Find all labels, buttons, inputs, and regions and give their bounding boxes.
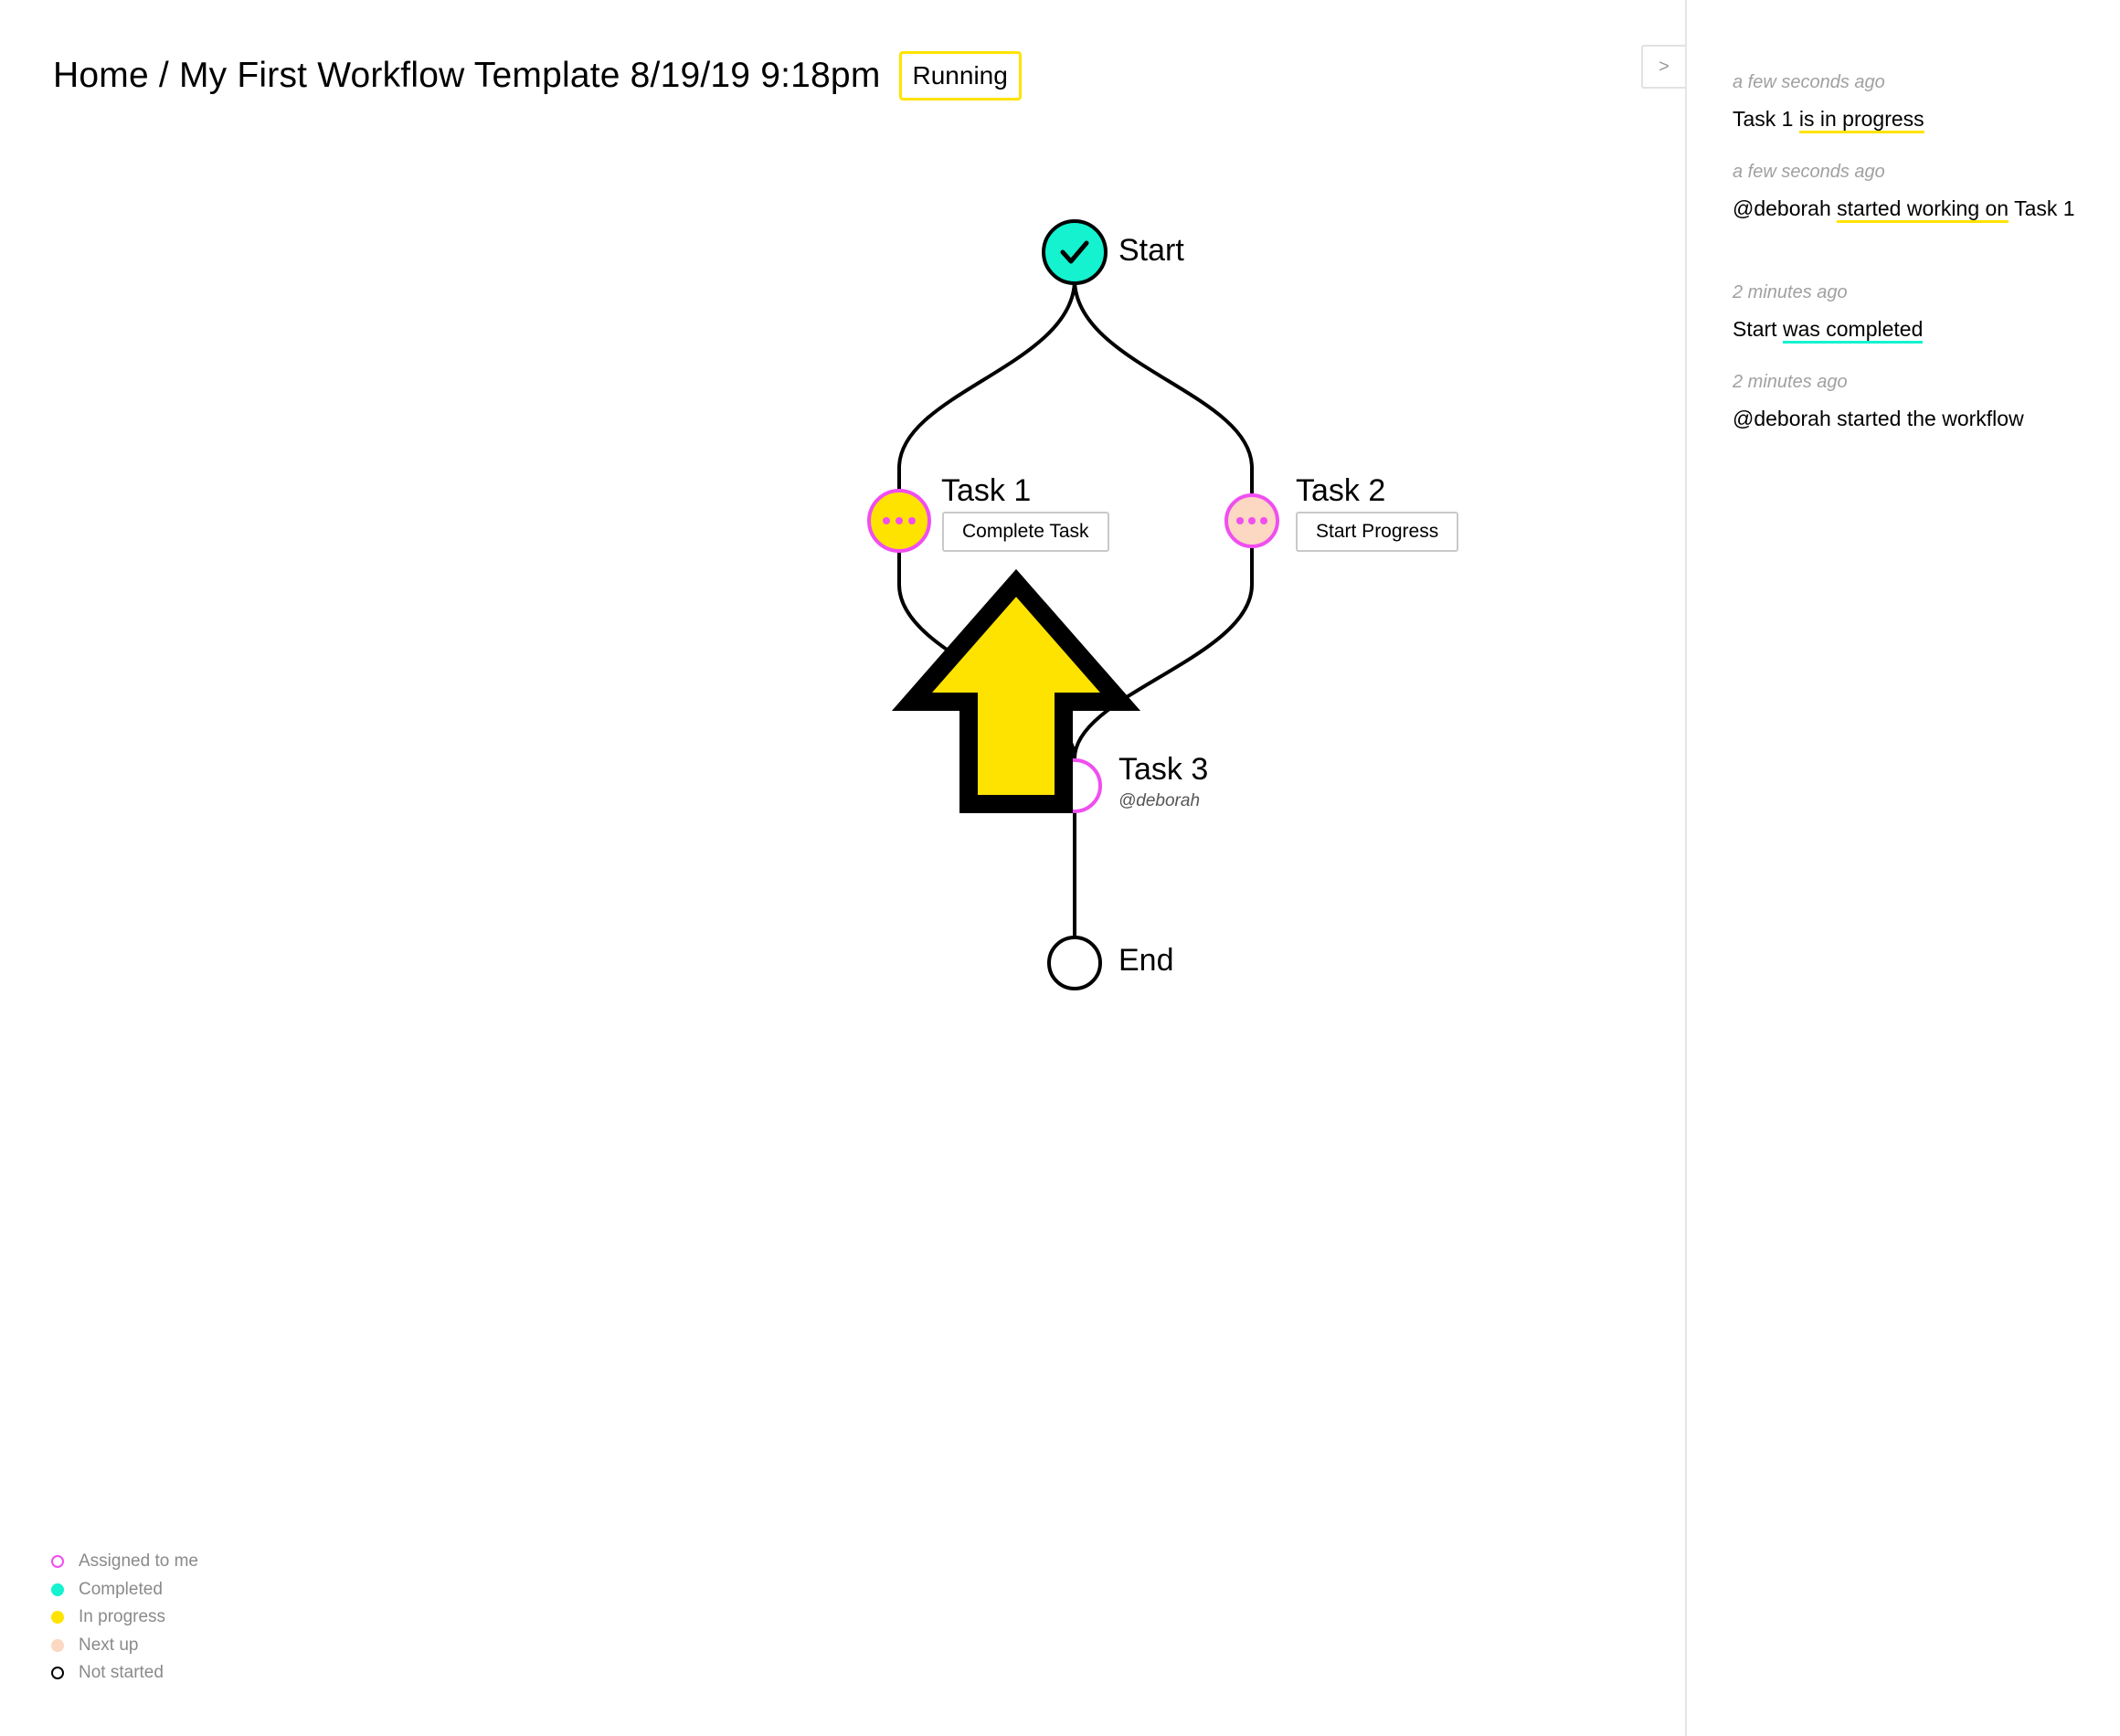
legend-item: Not started [51,1659,198,1688]
edge-task2-task3 [1073,548,1254,770]
legend-dot-icon [51,1611,64,1625]
check-icon [1060,240,1089,264]
legend-item: In progress [51,1604,198,1632]
not-started-status-circle [1047,936,1102,990]
workflow-canvas: Home / My First Workflow Template 8/19/1… [51,45,1685,1688]
activity-timestamp: 2 minutes ago [1733,372,1848,392]
activity-verb: is in progress [1798,107,1924,133]
legend-item: Completed [51,1576,198,1604]
activity-timestamp: a few seconds ago [1733,72,1885,92]
legend-label: Next up [79,1635,139,1655]
node-task-2[interactable] [1224,493,1279,548]
status-badge: Running [898,51,1022,101]
breadcrumb: Home / My First Workflow Template 8/19/1… [53,56,881,96]
breadcrumb-home-link[interactable]: Home [53,56,149,95]
activity-subject: @deborah started the workflow [1733,407,2024,430]
ellipsis-icon [1236,517,1267,524]
complete-task-button[interactable]: Complete Task [942,512,1109,552]
activity-message: @deborah started working on Task 1 [1733,194,2080,224]
legend-item: Assigned to me [51,1548,198,1576]
node-task-2-label: Task 2 [1296,473,1386,508]
node-task-1[interactable] [867,489,931,553]
activity-message: Start was completed [1733,314,2080,344]
assigned-status-circle [1047,758,1102,813]
activity-item: a few seconds ago @deborah started workin… [1733,161,2080,224]
activity-timestamp: a few seconds ago [1733,162,1885,182]
page-header: Home / My First Workflow Template 8/19/1… [53,51,1022,101]
node-start-label: Start [1118,233,1184,268]
node-end-label: End [1118,943,1174,978]
node-task-1-label: Task 1 [941,473,1032,508]
node-end[interactable] [1047,936,1102,990]
start-progress-button[interactable]: Start Progress [1296,512,1459,552]
activity-subject: @deborah [1733,196,1831,220]
activity-subject: Start [1733,317,1777,341]
workflow-diagram [867,219,1279,990]
legend-dot-icon [51,1638,64,1652]
legend-dot-icon [51,1667,64,1680]
node-task-3-assignee: @deborah [1118,791,1201,810]
activity-timestamp: 2 minutes ago [1733,282,1848,302]
legend-label: Assigned to me [79,1551,198,1572]
ellipsis-icon [883,517,916,524]
legend-item: Next up [51,1632,198,1660]
legend-dot-icon [51,1555,64,1569]
legend-label: Not started [79,1663,164,1683]
node-start[interactable] [1042,219,1108,285]
legend-dot-icon [51,1583,64,1596]
sidebar-toggle-button[interactable]: > [1641,45,1685,89]
activity-verb: started working on [1837,196,2009,223]
legend-label: In progress [79,1607,166,1627]
activity-object: Task 1 [2014,196,2075,220]
edge-start-task1 [897,279,1076,493]
activity-item: 2 minutes ago @deborah started the workfl… [1733,371,2080,434]
activity-message: @deborah started the workflow [1733,404,2080,434]
node-task-3[interactable] [1047,758,1102,813]
activity-message: Task 1 is in progress [1733,104,2080,134]
node-task-3-label: Task 3 [1118,752,1209,787]
workflow-title: My First Workflow Template 8/19/19 9:18p… [178,56,881,95]
edge-start-task2 [1073,279,1254,493]
activity-subject: Task 1 [1733,107,1794,131]
activity-verb: was completed [1782,317,1924,344]
completed-status-circle [1042,219,1108,285]
legend-label: Completed [79,1579,163,1599]
breadcrumb-separator: / [148,56,179,95]
edge-task1-task3 [897,548,1076,770]
